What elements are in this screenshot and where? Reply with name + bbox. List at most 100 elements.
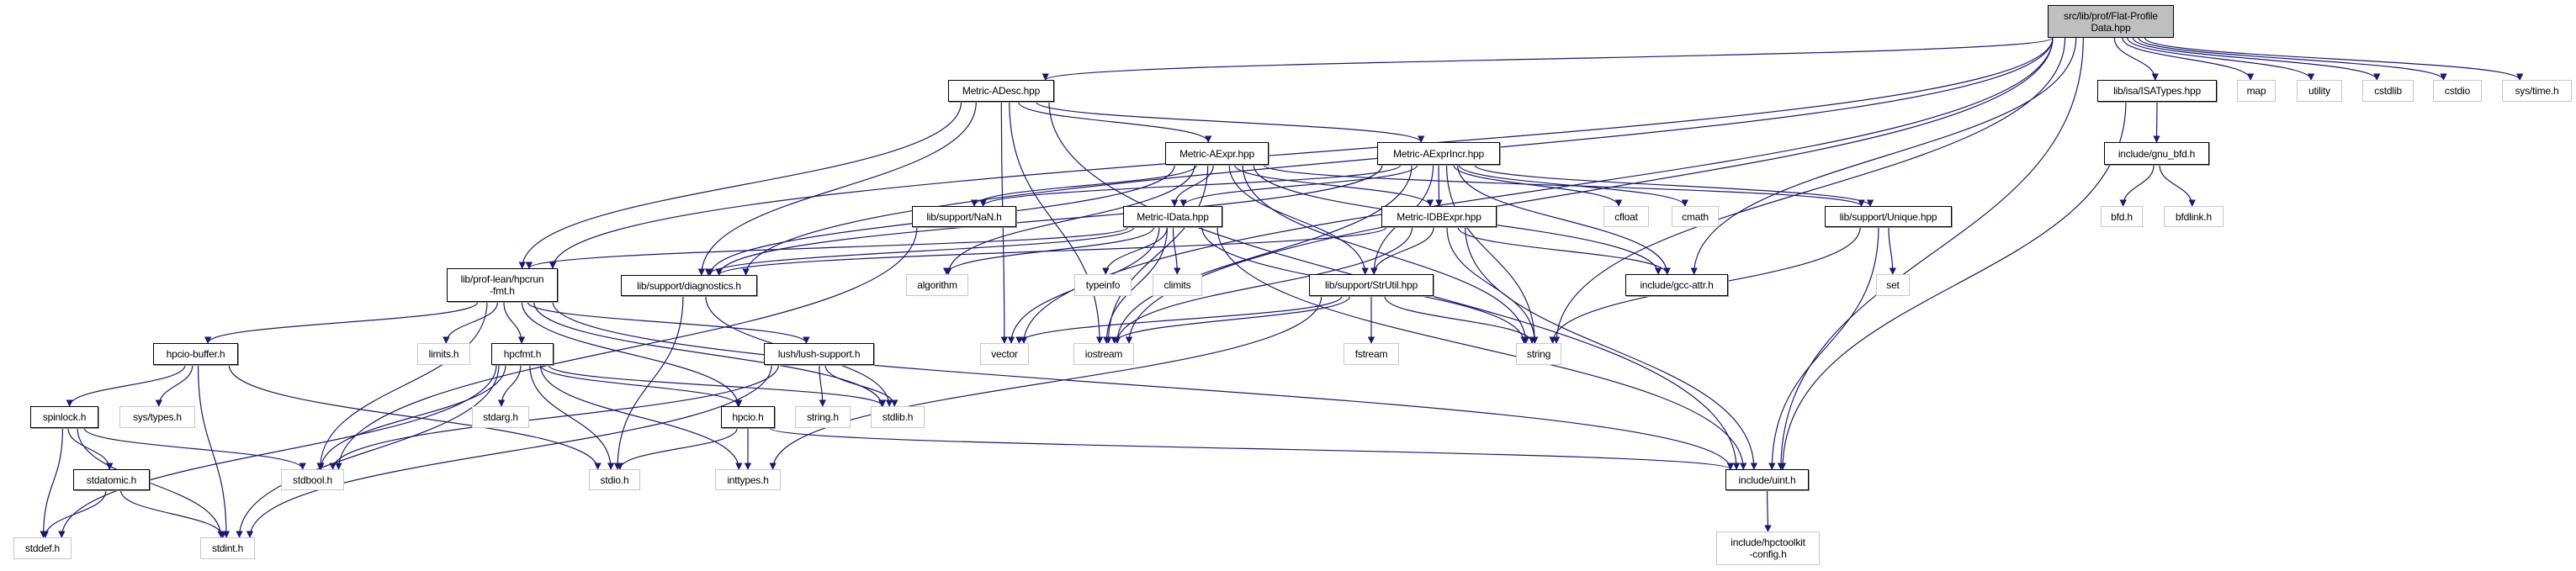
edge-strutil-to-iostream <box>1110 295 1351 344</box>
node-limits: limits.h <box>417 343 470 365</box>
node-systime: sys/time.h <box>2502 80 2572 102</box>
node-idbexpr[interactable]: Metric-IDBExpr.hpp <box>1381 206 1497 227</box>
node-stddef: stddef.h <box>13 537 72 559</box>
edge-hpciobuffer-to-systypes <box>155 364 193 407</box>
edge-root-to-vector <box>1020 37 2054 344</box>
node-stdlib: stdlib.h <box>871 406 925 428</box>
node-systypes: sys/types.h <box>119 406 195 428</box>
node-map: map <box>2237 80 2276 102</box>
edge-adesc-to-aexprincr <box>1036 101 1425 143</box>
edge-hpcfmt-to-stdarg <box>497 364 522 407</box>
node-gccattr[interactable]: include/gcc-attr.h <box>1625 274 1728 296</box>
node-algorithm: algorithm <box>906 274 968 296</box>
edge-idbexpr-to-uint <box>1465 226 1758 470</box>
edge-aexprincr-to-unique <box>1474 164 1874 207</box>
node-string: string <box>1516 343 1561 365</box>
edge-lush-to-stdbool <box>329 364 779 470</box>
node-utility: utility <box>2297 80 2342 102</box>
node-strutil[interactable]: lib/support/StrUtil.hpp <box>1309 274 1434 296</box>
edge-stdatomic-to-stddef <box>41 489 107 538</box>
node-fstream: fstream <box>1344 343 1399 365</box>
edge-hpcrunfmt-to-stdbool <box>316 301 488 470</box>
node-hpctkconfig: include/hpctoolkit -config.h <box>1716 531 1820 565</box>
edge-gnubfd-to-bfdlink <box>2159 164 2196 207</box>
edge-idbexpr-to-string <box>1446 226 1539 344</box>
edge-hpcrunfmt-to-hpciobuffer <box>204 301 479 344</box>
edge-spinlock-to-stdatomic <box>67 427 114 470</box>
edge-aexpr-to-unique <box>1263 164 1865 207</box>
edge-lush-to-stdint <box>246 364 772 538</box>
edge-adesc-to-iostream <box>1009 101 1104 344</box>
node-iostream: iostream <box>1073 343 1134 365</box>
edge-hpcfmt-to-stdbool <box>317 364 506 470</box>
edge-hpcfmt-to-stdint <box>236 364 500 538</box>
edge-hpcio-to-stdio <box>616 427 738 470</box>
node-vector: vector <box>980 343 1029 365</box>
node-typeinfo: typeinfo <box>1074 274 1132 296</box>
node-hpcfmt[interactable]: hpcfmt.h <box>491 343 554 365</box>
edge-root-to-uint <box>1777 37 2084 470</box>
edge-idbexpr-to-gccattr <box>1457 226 1671 275</box>
edge-gnubfd-to-bfd <box>2119 164 2155 207</box>
node-aexprincr[interactable]: Metric-AExprIncr.hpp <box>1377 142 1500 165</box>
edge-lush-to-stringh <box>819 364 827 407</box>
edge-hpcrunfmt-to-limits <box>443 301 499 344</box>
edge-root-to-iostream <box>1125 37 2054 344</box>
edge-idbexpr-to-iostream <box>1113 226 1413 344</box>
edge-stdatomic-to-stdint <box>119 489 227 538</box>
edge-hpcrunfmt-to-stdlib <box>533 301 886 407</box>
edge-unique-to-uint <box>1768 226 1879 470</box>
node-hpcrunfmt[interactable]: lib/prof-lean/hpcrun -fmt.h <box>447 268 558 302</box>
node-uint[interactable]: include/uint.h <box>1725 469 1809 490</box>
edge-strutil-to-inttypes <box>769 295 1322 470</box>
edge-hpcrunfmt-to-uint <box>552 301 1735 470</box>
edge-adesc-to-aexpr <box>1017 101 1212 143</box>
edge-aexprincr-to-iostream <box>1113 164 1413 344</box>
node-diag[interactable]: lib/support/diagnostics.h <box>621 275 757 296</box>
node-isatypes[interactable]: lib/isa/ISATypes.hpp <box>2097 80 2217 102</box>
edge-aexprincr-to-gccattr <box>1457 164 1671 275</box>
edge-idata-to-climits <box>1172 226 1181 275</box>
edge-aexpr-to-iostream <box>1105 164 1209 344</box>
edge-strutil-to-string <box>1384 295 1536 344</box>
edge-spinlock-to-stddef <box>40 427 64 538</box>
node-adesc[interactable]: Metric-ADesc.hpp <box>948 80 1054 102</box>
node-nan[interactable]: lib/support/NaN.h <box>912 206 1016 227</box>
edge-aexprincr-to-idata <box>1179 164 1418 207</box>
edge-unique-to-set <box>1888 226 1896 275</box>
edge-hpciobuffer-to-spinlock <box>66 364 186 407</box>
node-hpciobuffer[interactable]: hpcio-buffer.h <box>153 343 238 365</box>
node-stdio: stdio.h <box>589 469 640 490</box>
edge-idata-to-diag <box>704 226 1135 276</box>
edge-root-to-cstdlib <box>2132 37 2381 81</box>
node-stringh: string.h <box>795 406 851 428</box>
node-climits: climits <box>1153 274 1202 296</box>
node-idata[interactable]: Metric-IData.hpp <box>1123 206 1222 227</box>
edge-aexprincr-to-cmath <box>1458 164 1688 207</box>
node-bfd: bfd.h <box>2101 206 2143 227</box>
node-stdbool: stdbool.h <box>281 469 344 490</box>
edge-hpcrunfmt-to-lush <box>527 301 810 344</box>
edge-hpcrunfmt-to-hpcio <box>521 301 742 407</box>
edge-idata-to-typeinfo <box>1102 226 1168 275</box>
node-gnubfd[interactable]: include/gnu_bfd.h <box>2104 142 2209 165</box>
edge-idata-to-iostream <box>1103 226 1169 344</box>
node-cstdlib: cstdlib <box>2362 80 2414 102</box>
edge-root-to-isatypes <box>2113 37 2159 81</box>
edge-adesc-to-diag <box>697 101 977 276</box>
edge-idata-to-uint <box>1216 226 1747 470</box>
node-aexpr[interactable]: Metric-AExpr.hpp <box>1165 142 1269 165</box>
node-stdarg: stdarg.h <box>472 406 529 428</box>
edge-aexpr-to-string <box>1242 164 1529 344</box>
edge-lush-to-stdlib <box>824 364 898 407</box>
node-stdatomic[interactable]: stdatomic.h <box>73 469 150 490</box>
node-unique[interactable]: lib/support/Unique.hpp <box>1825 206 1952 227</box>
node-spinlock[interactable]: spinlock.h <box>30 406 98 428</box>
edge-idbexpr-to-strutil <box>1370 226 1434 275</box>
node-lush[interactable]: lush/lush-support.h <box>764 343 874 365</box>
edge-idbexpr-to-diag <box>715 226 1387 276</box>
node-hpcio[interactable]: hpcio.h <box>721 406 775 428</box>
edge-nan-to-stdbool <box>335 226 918 470</box>
edge-isatypes-to-uint <box>1778 101 2127 470</box>
edge-aexprincr-to-diag <box>715 164 1383 276</box>
